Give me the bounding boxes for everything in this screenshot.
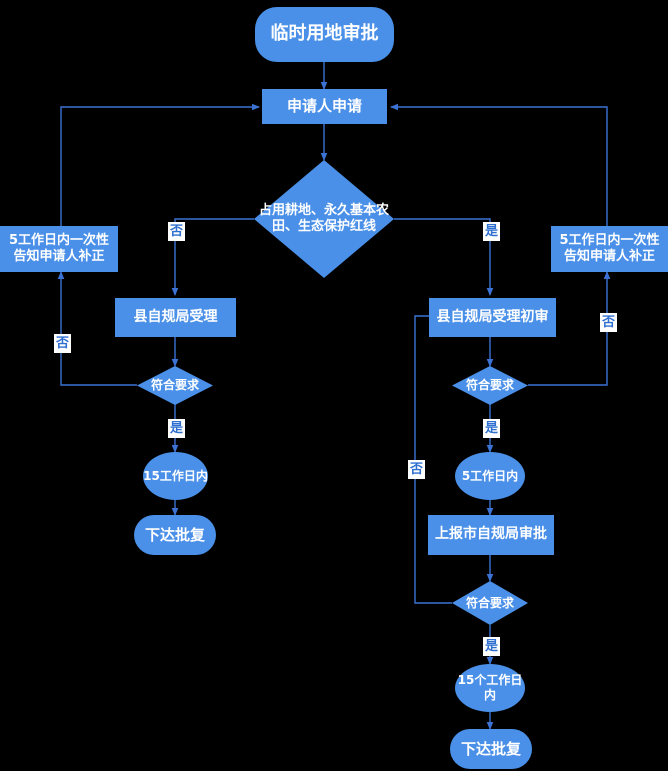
edge-label-yes-right-branch: 是 [483, 222, 500, 241]
diamond-shape [452, 366, 528, 405]
node-county-bureau-accept-label: 县自规局受理 [133, 308, 218, 325]
node-applicant-apply-label: 申请人申请 [286, 97, 362, 116]
edge-label-yes-left-check: 是 [168, 419, 185, 438]
diamond-shape [254, 160, 394, 278]
node-issue-approval-city[interactable]: 下达批复 [450, 729, 532, 769]
node-decision-requirements-right[interactable]: 符合要求 [452, 366, 528, 405]
node-5-working-days-right[interactable]: 5工作日内 [455, 452, 525, 500]
node-issue-approval-city-label: 下达批复 [460, 739, 521, 758]
node-applicant-apply[interactable]: 申请人申请 [262, 89, 387, 124]
node-decision-requirements-city[interactable]: 符合要求 [452, 581, 528, 625]
node-notify-correction-left[interactable]: 5工作日内一次性告知申请人补正 [0, 226, 118, 272]
node-report-city-bureau[interactable]: 上报市自规局审批 [428, 515, 554, 555]
node-county-bureau-review-label: 县自规局受理初审 [436, 308, 549, 325]
node-start[interactable]: 临时用地审批 [255, 7, 394, 62]
node-decision-land-use[interactable]: 占用耕地、永久基本农田、生态保护红线 [254, 160, 394, 278]
edge-label-yes-city-check: 是 [483, 637, 500, 656]
node-15-working-days-left-label: 15工作日内 [143, 468, 208, 483]
edge-label-no-left-loop: 否 [54, 334, 71, 353]
edge-label-no-left-branch: 否 [168, 222, 185, 241]
node-decision-requirements-city-label: 符合要求 [465, 595, 514, 610]
node-decision-requirements-left[interactable]: 符合要求 [137, 366, 213, 405]
node-decision-requirements-left-label: 符合要求 [150, 378, 199, 392]
node-15-working-days-city-label: 15个工作日内 [457, 673, 523, 702]
node-report-city-bureau-label: 上报市自规局审批 [435, 526, 547, 543]
edge-label-no-right-loop: 否 [600, 313, 617, 332]
node-notify-correction-right-label: 5工作日内一次性告知申请人补正 [559, 232, 660, 264]
edge-label-yes-right-check: 是 [483, 419, 500, 438]
node-15-working-days-left[interactable]: 15工作日内 [143, 452, 208, 500]
edge-label-no-city-loop: 否 [408, 460, 425, 479]
node-decision-requirements-right-label: 符合要求 [465, 378, 514, 392]
node-notify-correction-right[interactable]: 5工作日内一次性告知申请人补正 [551, 226, 668, 272]
node-county-bureau-accept[interactable]: 县自规局受理 [115, 298, 236, 337]
node-decision-land-use-label: 占用耕地、永久基本农田、生态保护红线 [258, 202, 389, 234]
node-15-working-days-city[interactable]: 15个工作日内 [455, 664, 525, 712]
node-issue-approval-left[interactable]: 下达批复 [134, 515, 216, 555]
node-start-label: 临时用地审批 [270, 23, 379, 45]
diamond-shape [137, 366, 213, 405]
node-5-working-days-right-label: 5工作日内 [461, 468, 519, 483]
diamond-shape [452, 581, 528, 625]
node-notify-correction-left-label: 5工作日内一次性告知申请人补正 [8, 232, 110, 264]
node-county-bureau-review[interactable]: 县自规局受理初审 [429, 298, 556, 337]
node-issue-approval-left-label: 下达批复 [144, 525, 205, 544]
